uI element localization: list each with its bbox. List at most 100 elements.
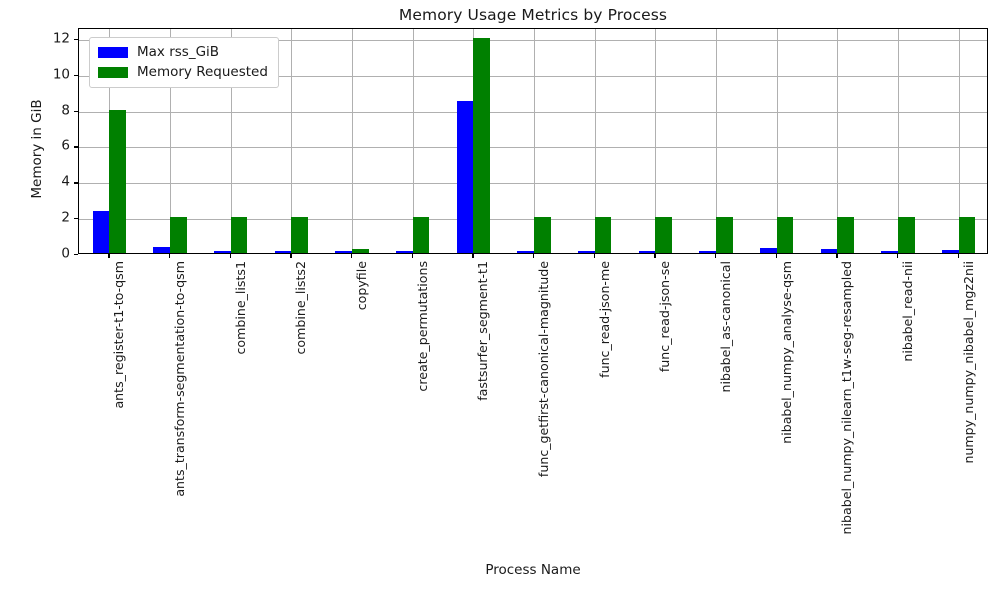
bar	[274, 250, 292, 253]
x-axis-tick-mark	[411, 254, 413, 258]
x-axis-tick-label: combine_lists1	[232, 261, 248, 355]
y-axis-tick-label: 4	[61, 173, 70, 190]
bar	[655, 217, 672, 253]
x-axis-tick-label: fastsurfer_segment-t1	[475, 261, 491, 401]
y-axis-tick-label: 8	[61, 101, 70, 118]
bar	[335, 251, 352, 253]
x-axis-tick-label: nibabel_as-canonical	[718, 261, 733, 393]
y-axis-tick-mark	[74, 146, 78, 148]
bar	[473, 37, 490, 253]
x-axis-tick-label: func_getfirst-canonical-magnitude	[536, 261, 551, 478]
y-axis-tick-labels: 0 2 4 6 8 10 12	[0, 28, 70, 259]
vertical-gridline	[837, 29, 839, 253]
y-axis-tick-mark	[74, 38, 78, 41]
bar	[92, 210, 110, 253]
vertical-gridline	[534, 29, 535, 253]
bar	[517, 250, 534, 253]
bar	[577, 250, 595, 253]
x-axis-tick-mark	[533, 254, 535, 258]
x-axis-tick-label: copyfile	[354, 261, 369, 311]
bar	[109, 109, 126, 253]
bar	[594, 217, 612, 253]
x-axis-tick-mark	[351, 254, 353, 258]
x-axis-tick-mark	[775, 254, 777, 258]
legend-swatch-icon	[98, 67, 128, 78]
x-axis-tick-mark	[108, 254, 110, 258]
legend-label: Memory Requested	[137, 63, 268, 80]
x-axis-tick-mark	[897, 254, 899, 258]
x-axis-tick-mark	[957, 254, 959, 258]
vertical-gridline	[776, 29, 778, 253]
x-axis-tick-label: ants_register-t1-to-qsm	[111, 261, 127, 409]
x-axis-tick-label: create_permutations	[414, 261, 430, 392]
vertical-gridline	[230, 29, 232, 253]
x-axis-label: Process Name	[485, 562, 581, 578]
x-axis-tick-label: numpy_numpy_nibabel_mgz2nii	[960, 261, 976, 464]
bar	[638, 250, 656, 253]
y-axis-tick-label: 6	[61, 137, 70, 154]
vertical-gridline	[170, 29, 171, 253]
x-axis-tick-label: nibabel_numpy_nilearn_t1w-seg-resampled	[839, 261, 855, 535]
plot-area: Max rss_GiB Memory Requested	[78, 28, 988, 254]
gridline	[79, 219, 987, 221]
x-axis-tick-mark	[472, 254, 474, 258]
bar	[958, 217, 976, 253]
gridline	[79, 183, 987, 185]
gridline	[79, 75, 987, 77]
y-axis-tick-mark	[74, 110, 78, 112]
y-axis-label: Memory in GiB	[29, 99, 45, 199]
legend-entry: Max rss_GiB	[98, 44, 268, 61]
legend-label: Max rss_GiB	[137, 43, 220, 60]
x-axis-tick-label: func_read-json-se	[657, 261, 673, 373]
vertical-gridline	[716, 29, 717, 253]
x-axis-tick-mark	[169, 254, 171, 258]
chart-title: Memory Usage Metrics by Process	[398, 6, 668, 24]
bar	[699, 250, 716, 253]
gridline	[79, 147, 987, 149]
vertical-gridline	[958, 29, 960, 253]
bar	[352, 249, 369, 253]
bar	[776, 217, 794, 253]
bar	[759, 247, 777, 253]
bar	[837, 217, 854, 253]
y-axis-tick-mark	[74, 218, 78, 220]
y-axis-tick-label: 2	[61, 209, 70, 226]
bar	[170, 217, 187, 253]
bar	[534, 217, 551, 253]
x-axis-tick-mark	[229, 254, 231, 258]
vertical-gridline	[352, 29, 353, 253]
x-axis-tick-label: combine_lists2	[293, 261, 309, 355]
x-axis-ticks: ants_register-t1-to-qsm ants_transform-se…	[78, 254, 988, 554]
x-axis-tick-mark	[593, 254, 595, 258]
vertical-gridline	[594, 29, 596, 253]
y-axis-tick-label: 12	[52, 30, 70, 46]
legend-entry: Memory Requested	[98, 64, 268, 81]
gridline	[79, 39, 987, 41]
x-axis-tick-label: func_read-json-me	[596, 261, 612, 378]
bar	[820, 248, 838, 253]
bar	[941, 249, 959, 253]
x-axis-tick-label: nibabel_numpy_analyse-qsm	[778, 261, 794, 444]
y-axis-tick-label: 0	[61, 245, 70, 262]
legend-swatch-icon	[98, 47, 128, 58]
gridline	[79, 111, 987, 113]
vertical-gridline	[655, 29, 657, 253]
x-axis-tick-mark	[836, 254, 838, 258]
bar	[456, 101, 474, 253]
bar	[213, 250, 231, 253]
y-axis-tick-mark	[74, 74, 78, 76]
bar	[716, 217, 733, 253]
bar	[395, 250, 413, 253]
bar	[291, 217, 308, 253]
x-axis-tick-mark	[290, 254, 292, 258]
x-axis-tick-mark	[715, 254, 717, 258]
bar	[230, 217, 248, 253]
y-axis-tick-mark	[74, 254, 78, 256]
y-axis-tick-label: 10	[52, 65, 70, 82]
bar	[898, 217, 915, 253]
x-axis-tick-label: ants_transform-segmentation-to-qsm	[172, 261, 187, 497]
x-axis-tick-label: nibabel_read-nii	[900, 261, 915, 362]
y-axis-tick-mark	[74, 182, 78, 184]
bar	[881, 250, 898, 253]
